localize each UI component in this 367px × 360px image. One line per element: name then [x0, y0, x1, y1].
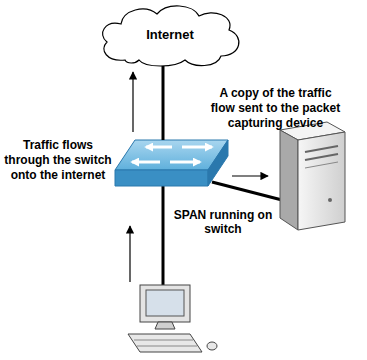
node-label: Internet — [146, 28, 194, 42]
flow-arrow — [132, 72, 133, 132]
network-cable — [162, 65, 165, 140]
cable — [212, 182, 282, 200]
node-label: SPAN running on switch — [173, 208, 273, 236]
switch-node: SPAN running on switch — [115, 138, 265, 248]
server-tower — [280, 122, 345, 230]
flow-note: Traffic flows through the switch onto th… — [2, 138, 114, 183]
flow-arrow — [129, 226, 130, 282]
cloud-node: Internet — [95, 2, 245, 68]
switch-icon — [115, 140, 228, 186]
flow-note: A copy of the traffic flow sent to the p… — [208, 86, 343, 131]
flow-arrow — [232, 175, 268, 176]
cable — [162, 186, 165, 286]
computer-icon — [128, 285, 217, 352]
